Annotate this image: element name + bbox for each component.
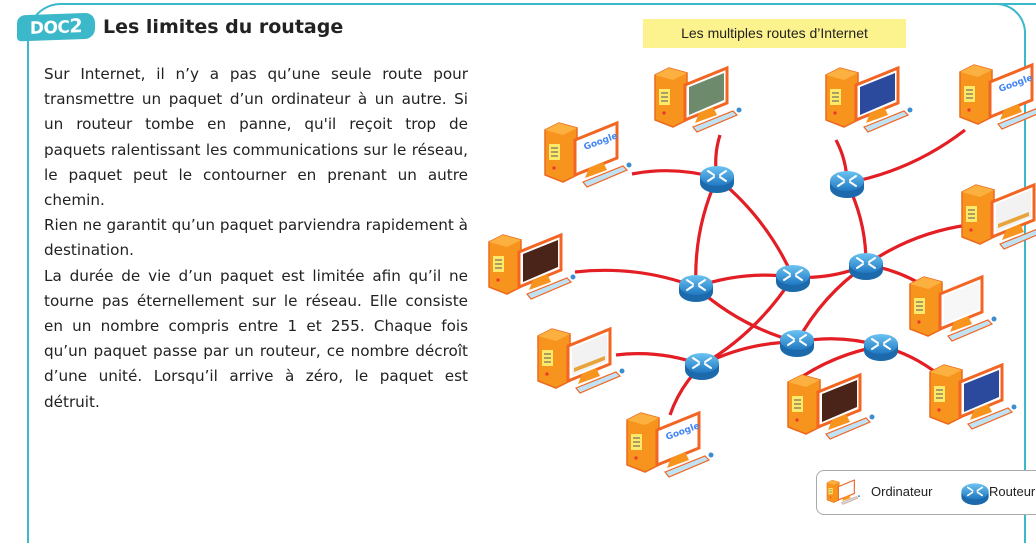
legend-router-icon	[960, 482, 990, 506]
legend-computer-label: Ordinateur	[871, 484, 933, 499]
screen-dark-books	[822, 380, 857, 422]
screen-google	[661, 418, 696, 460]
chart-bar	[574, 356, 605, 372]
doc-body: Sur Internet, il n’y a pas qu’une seule …	[44, 62, 468, 415]
screen-web-blue	[964, 370, 999, 412]
computer-C8	[960, 183, 1036, 251]
computer-C7	[908, 275, 998, 343]
computer-C11: Google	[625, 411, 715, 479]
computer-C6	[536, 327, 626, 395]
computer-C1: Google	[543, 121, 633, 189]
screen-google	[579, 128, 614, 170]
link-R1-R4	[715, 176, 795, 278]
legend: Ordinateur Routeur	[816, 470, 1036, 515]
computer-C10	[928, 363, 1018, 431]
link-R2-C4	[846, 128, 966, 185]
doc-title: Les limites du routage	[103, 16, 344, 38]
computer-C3	[824, 66, 914, 134]
screen-web-blue	[860, 73, 895, 115]
paragraph: La durée de vie d’un paquet est limitée …	[44, 266, 468, 411]
screen-google	[994, 70, 1029, 112]
router-icon-R1	[699, 165, 735, 194]
link-C5-R3	[574, 268, 697, 289]
document-frame-right	[960, 3, 1026, 543]
routers-group	[678, 165, 899, 381]
computer-C2	[653, 66, 743, 134]
computer-C5	[487, 233, 577, 301]
router-icon-R7	[779, 329, 815, 358]
screen-web-white	[944, 282, 979, 324]
link-R4-R6	[701, 276, 795, 367]
figure-title: Les multiples routes d’Internet	[643, 19, 906, 48]
router-icon-R4	[775, 264, 811, 293]
chart-bar	[998, 212, 1029, 228]
links-group	[574, 128, 969, 416]
computer-C4: Google	[958, 63, 1036, 131]
computer-C9	[786, 373, 876, 441]
link-R1-R3	[694, 177, 719, 288]
paragraph: Rien ne garantit qu’un paquet parviendra…	[44, 216, 468, 260]
router-icon-R5	[848, 252, 884, 281]
router-icon-R3	[678, 274, 714, 303]
router-icon-R8	[863, 333, 899, 362]
legend-router-label: Routeur	[989, 484, 1036, 499]
router-icon-R6	[684, 352, 720, 381]
paragraph: Sur Internet, il n’y a pas qu’une seule …	[44, 65, 468, 210]
document-frame	[27, 3, 1036, 543]
screen-dark-books	[523, 240, 558, 282]
screen-photo	[689, 73, 724, 115]
router-icon-R2	[829, 170, 865, 199]
